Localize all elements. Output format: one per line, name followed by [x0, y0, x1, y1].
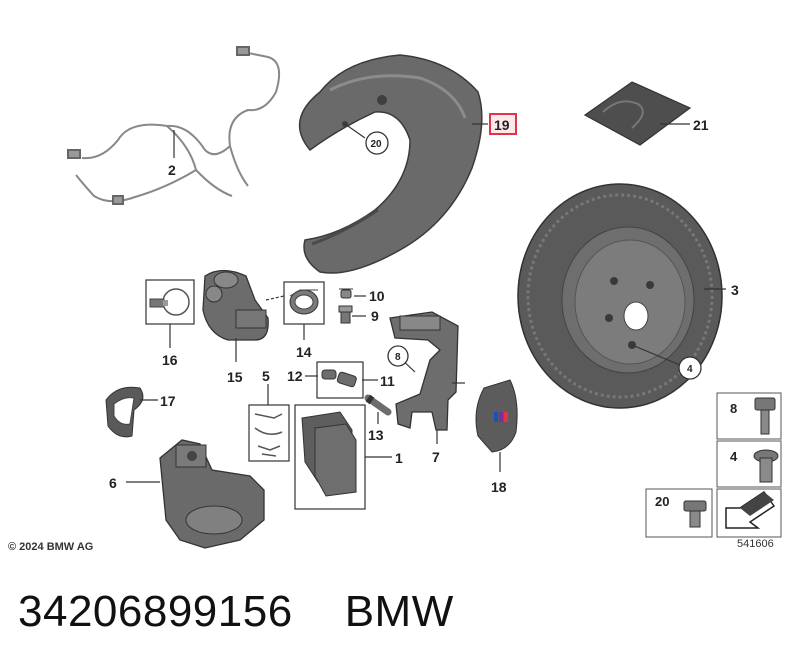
callout-19: 19 [494, 117, 510, 133]
brake-caliper[interactable] [159, 439, 265, 549]
callout-20-circle: 20 [371, 139, 383, 150]
hardware-label-20: 20 [655, 494, 669, 509]
callout-13: 13 [368, 427, 384, 443]
callout-11: 11 [380, 373, 395, 389]
wheel-bolt-4[interactable] [753, 449, 779, 483]
diagram-number: 541606 [737, 538, 774, 550]
flange-bolt-20[interactable] [683, 500, 707, 528]
brake-disc[interactable] [517, 183, 723, 409]
callout-14: 14 [296, 344, 312, 360]
pad-retaining-clips[interactable] [254, 413, 283, 457]
callout-2: 2 [168, 162, 176, 178]
callout-4-circle: 4 [687, 364, 693, 375]
callout-18: 18 [491, 479, 507, 495]
parts-diagram: 2 19 20 21 3 4 16 [67, 46, 782, 549]
callout-3: 3 [731, 282, 739, 298]
brake-splash-shield[interactable] [298, 54, 483, 274]
callout-9: 9 [371, 308, 379, 324]
callout-17: 17 [160, 393, 176, 409]
callout-6: 6 [109, 475, 117, 491]
part-footer: 34206899156 BMW [18, 582, 454, 642]
callout-1: 1 [395, 450, 403, 466]
callout-19-highlight [489, 113, 517, 135]
copyright-notice: © 2024 BMW AG [8, 541, 94, 553]
callout-5: 5 [262, 368, 270, 384]
callout-16: 16 [162, 352, 178, 368]
guide-pins[interactable] [321, 369, 357, 388]
hex-bolt-8[interactable] [754, 397, 776, 435]
caliper-bracket-clip[interactable] [105, 386, 144, 438]
hardware-label-8: 8 [730, 401, 737, 416]
wear-sensor-cable[interactable] [67, 46, 281, 205]
callout-8-circle: 8 [395, 352, 401, 363]
callout-7: 7 [432, 449, 440, 465]
bleed-screw-cap[interactable] [339, 288, 353, 299]
callout-21: 21 [693, 117, 709, 133]
hardware-label-4: 4 [730, 449, 738, 464]
caliper-cover[interactable] [475, 379, 518, 453]
piston-seal-kit[interactable] [289, 289, 319, 315]
callout-15: 15 [227, 369, 243, 385]
parking-brake-actuator[interactable] [202, 269, 269, 341]
callout-10: 10 [369, 288, 385, 304]
clip-spring-box [248, 404, 290, 462]
repair-kit-bolt-oring[interactable] [149, 288, 190, 316]
callout-12: 12 [287, 368, 303, 384]
guide-bolt[interactable] [364, 394, 392, 416]
brake-pads[interactable] [301, 411, 357, 497]
brake-shim-pack[interactable] [583, 81, 692, 146]
bleed-screw[interactable] [338, 305, 353, 324]
caliper-carrier[interactable] [389, 311, 459, 431]
brand-name: BMW [344, 587, 454, 636]
next-page-arrow-icon[interactable] [725, 490, 776, 529]
part-number: 34206899156 [18, 587, 293, 636]
